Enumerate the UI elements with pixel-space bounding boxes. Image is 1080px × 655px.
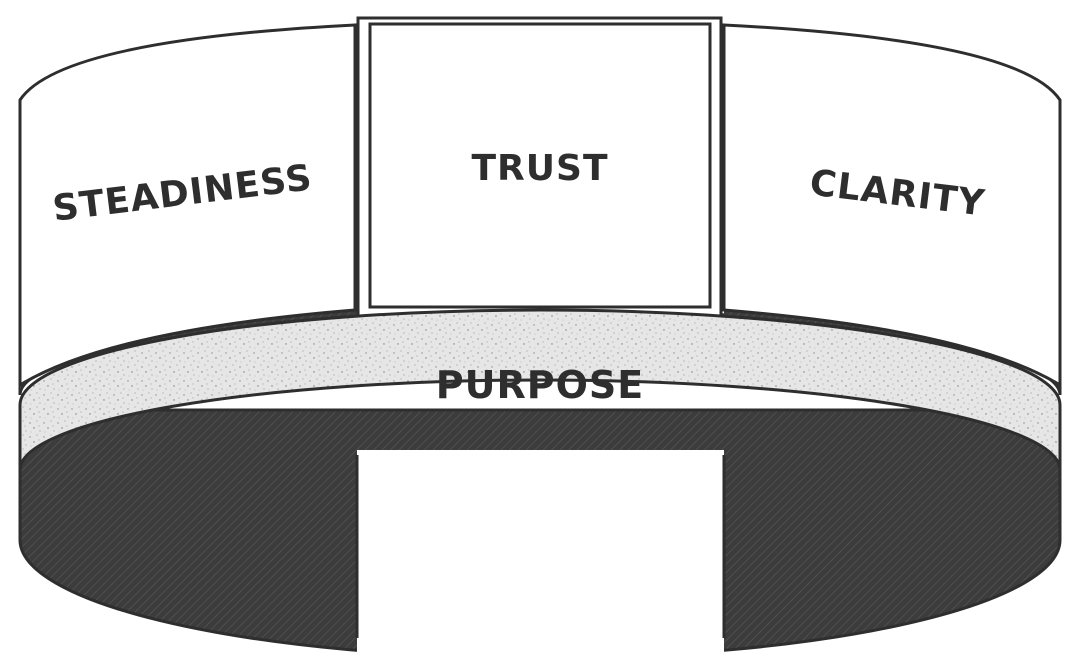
label-purpose: PURPOSE <box>436 363 644 407</box>
ring-front-opening <box>357 450 724 655</box>
label-trust: TRUST <box>472 148 609 189</box>
band-purpose <box>18 308 1062 471</box>
panel-steadiness <box>18 23 357 388</box>
panel-trust <box>356 16 723 320</box>
panel-trust-inner-frame <box>368 22 712 309</box>
panel-clarity <box>722 23 1062 388</box>
